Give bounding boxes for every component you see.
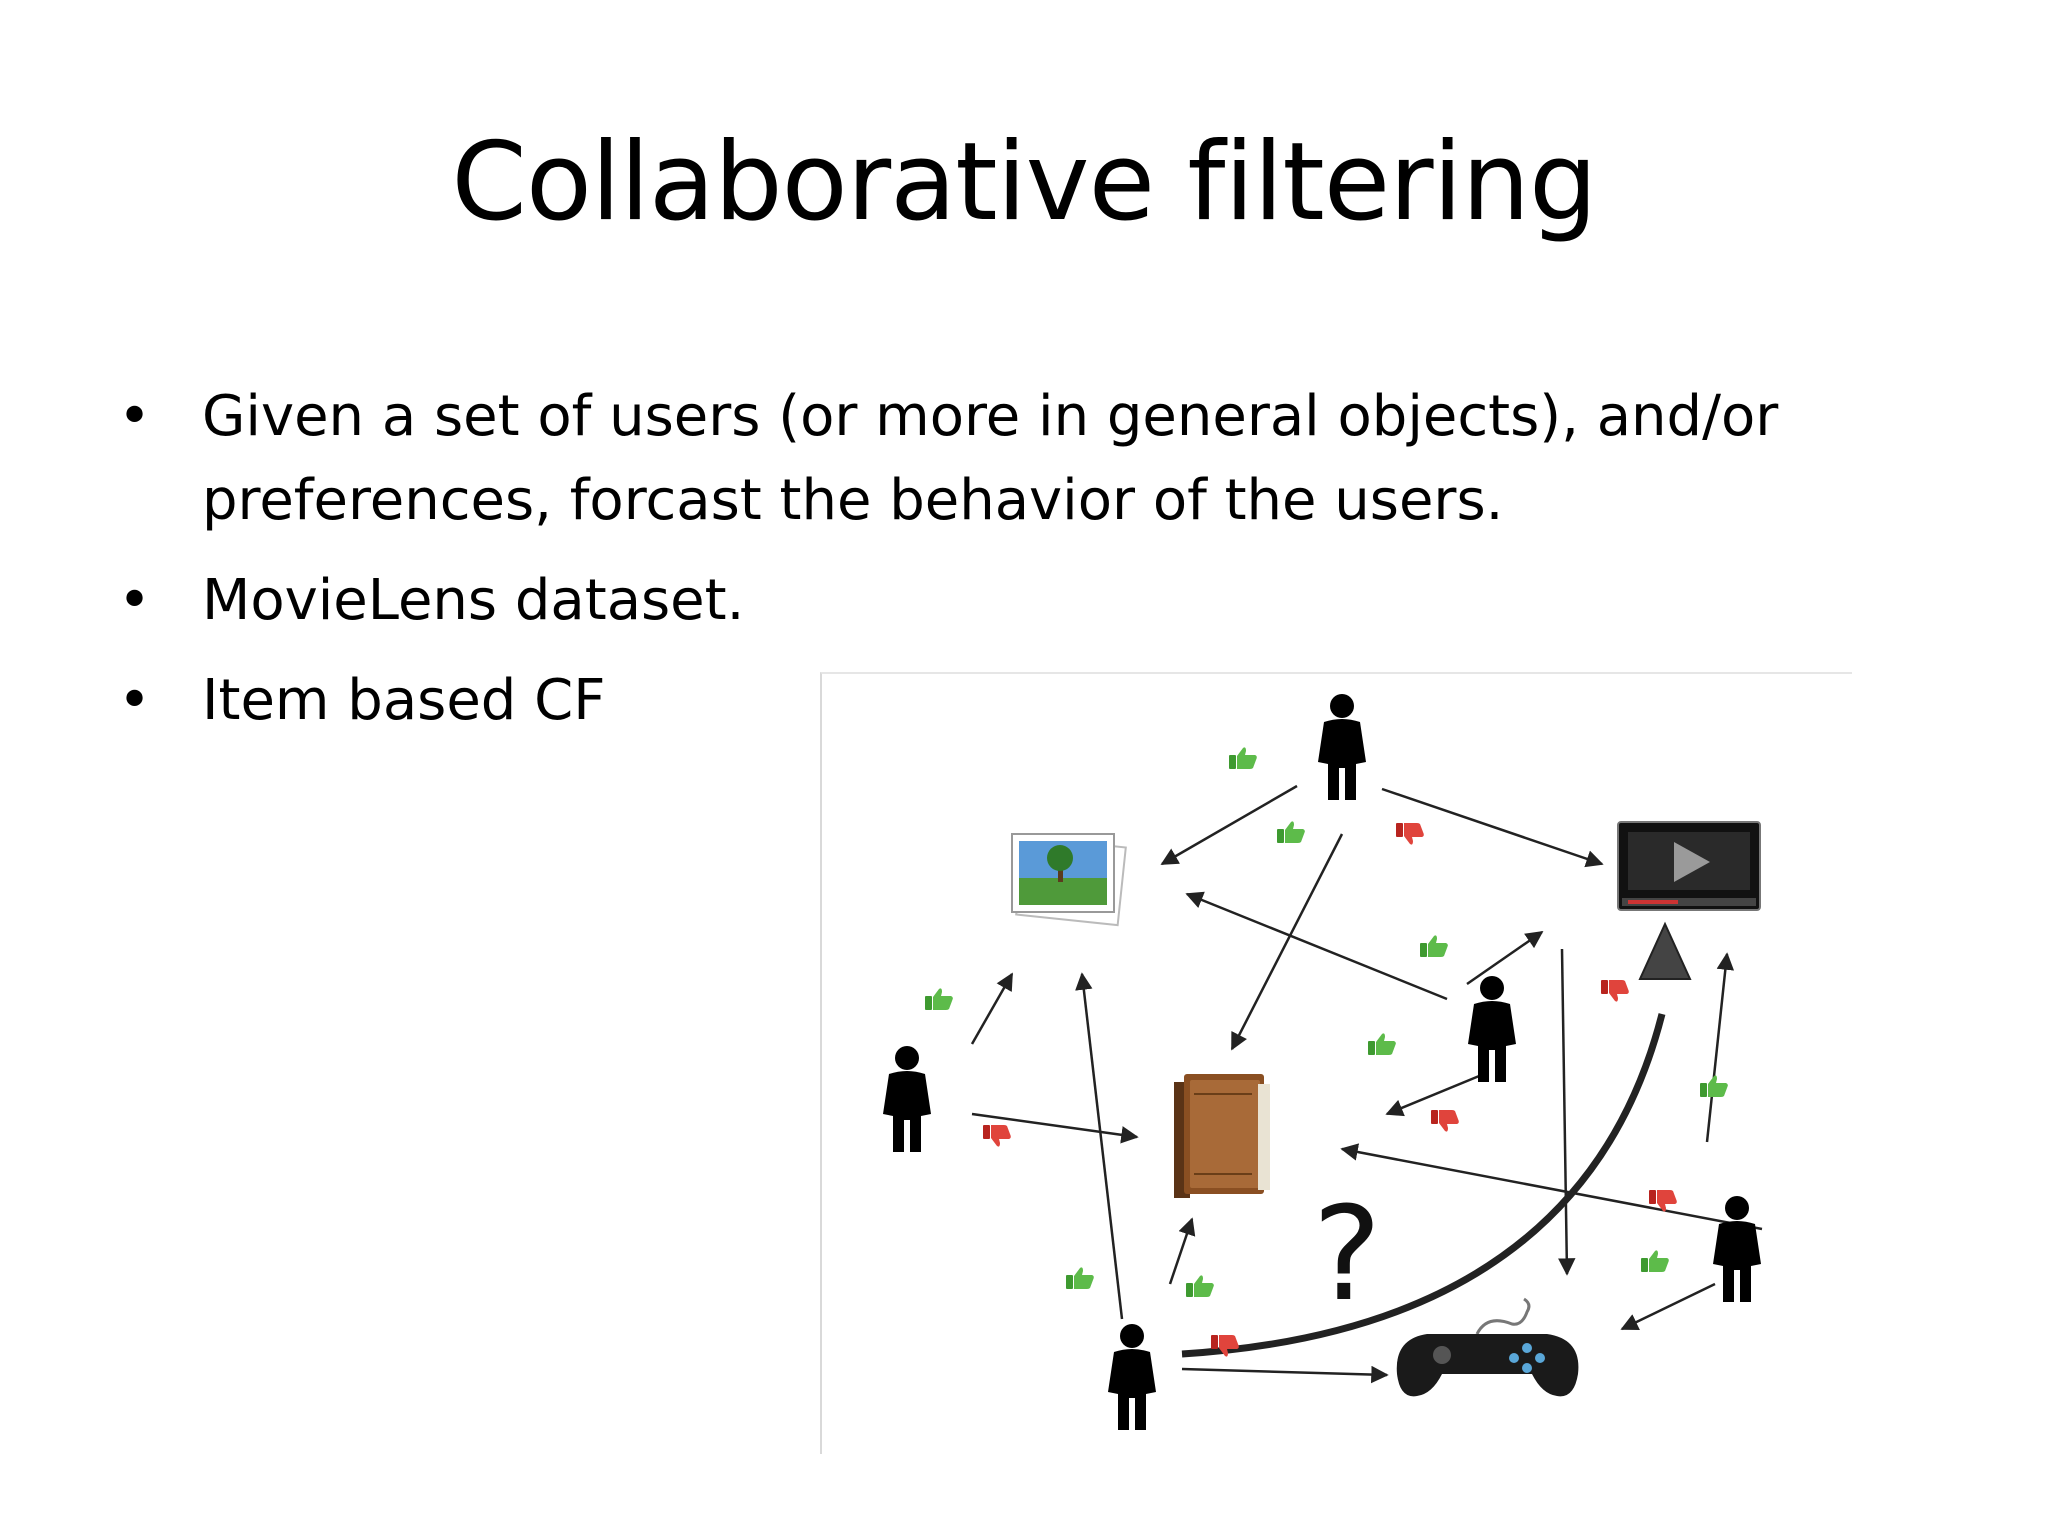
thumbs-up-icon — [925, 988, 953, 1010]
diagram-canvas: ? — [883, 694, 1763, 1430]
thumbs-down-icon — [1431, 1110, 1459, 1132]
thumbs-up-icon — [1420, 935, 1448, 957]
connection-arrows — [970, 784, 1763, 1384]
thumbs-up-icon — [1277, 821, 1305, 843]
thumbs-down-icon — [983, 1125, 1011, 1147]
big-curved-arrow — [1181, 1013, 1666, 1358]
book-icon — [1174, 1074, 1270, 1198]
gamepad-icon — [1396, 1297, 1579, 1397]
slide-title: Collaborative filtering — [451, 120, 1597, 245]
photo-icon — [1011, 833, 1127, 927]
person-silhouette-icon — [883, 1046, 931, 1152]
thumbs-up-icon — [1641, 1250, 1669, 1272]
person-silhouette-icon — [1108, 1324, 1156, 1430]
person-silhouette-icon — [1468, 976, 1516, 1082]
collaborative-filtering-diagram: ? — [820, 672, 1852, 1454]
bullet-item: MovieLens dataset. — [118, 559, 1818, 643]
bullet-list: Given a set of users (or more in general… — [118, 375, 1818, 759]
video-player-icon — [1617, 821, 1761, 911]
thumbs-up-icon — [1186, 1275, 1214, 1297]
thumbs-up-icon — [1368, 1033, 1396, 1055]
thumbs-down-icon — [1396, 823, 1424, 845]
big-arrow-head — [1638, 921, 1692, 980]
thumbs-up-icon — [1700, 1075, 1728, 1097]
thumbs-up-icon — [1229, 747, 1257, 769]
thumbs-down-icon — [1601, 980, 1629, 1002]
person-silhouette-icon — [1318, 694, 1366, 800]
bullet-item: Given a set of users (or more in general… — [118, 375, 1818, 543]
bullet-item: Item based CF — [118, 659, 1818, 743]
person-silhouette-icon — [1713, 1196, 1761, 1302]
thumbs-up-icon — [1066, 1267, 1094, 1289]
question-mark: ? — [1313, 1178, 1382, 1330]
